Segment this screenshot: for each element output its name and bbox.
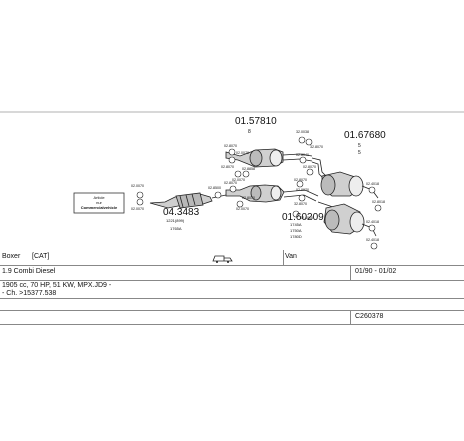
table-row: 1905 cc, 70 HP, 51 KW, MPX.JD9 - - Ch. >…	[0, 280, 464, 299]
clamp-parts	[136, 136, 382, 250]
part-label-p7: 32.0038	[296, 130, 309, 134]
vehicle-type: Van	[285, 253, 297, 260]
part-label-p14: 02.4018	[366, 182, 379, 186]
part-label-p9: 02.8040	[296, 153, 309, 157]
date-range: 01/90 - 01/02	[355, 268, 397, 275]
part-label-p22: 02.8070	[242, 196, 255, 200]
sub-code-1: 8	[248, 129, 251, 135]
table-row: Boxer [CAT] Van	[0, 250, 464, 266]
part-label-p18: 02.4018	[300, 216, 313, 220]
sub-code-3: 5	[358, 150, 361, 156]
chassis-line: - Ch. >15377.538	[2, 290, 57, 297]
reference-code: C260378	[355, 313, 384, 320]
part-label-p8: 32.8070	[310, 145, 323, 149]
part-label-p11: 02.8070	[294, 178, 307, 182]
lower-intermediate-pipe	[225, 184, 319, 203]
lower-rear-muffler	[317, 201, 377, 237]
table-row: 1.9 Combi Diesel 01/90 - 01/02	[0, 265, 464, 281]
upper-rear-muffler	[311, 157, 379, 199]
part-label-p21: 02.8858	[242, 167, 255, 171]
part-label-p12: 32.8070	[294, 202, 307, 206]
part-label-p20: 02.0070	[236, 151, 249, 155]
part-label-p13: 02.0070	[236, 207, 249, 211]
dim-line-3: 1745A	[290, 222, 302, 227]
dim-line-1: 1221(899)	[166, 218, 185, 223]
part-label-p3: 02.8500	[208, 186, 221, 190]
code-01-67680: 01.67680	[344, 130, 386, 141]
part-label-p5: 02.8070	[221, 165, 234, 169]
spec-line: 1905 cc, 70 HP, 51 KW, MPX.JD9 -	[2, 282, 112, 289]
code-01-60209: 01.60209	[282, 212, 324, 223]
code-01-57810: 01.57810	[235, 116, 277, 127]
model-name: Boxer	[2, 253, 21, 260]
box-line-2: nur	[96, 200, 102, 205]
vehicle-info-table: Boxer [CAT] Van 1.9 Combi Diesel 01/90 -…	[0, 250, 464, 326]
box-line-3: Commercialvehicle	[81, 205, 118, 210]
part-label-p10: 02.8070	[303, 165, 316, 169]
part-label-p19: 02.8070	[224, 181, 237, 185]
part-label-p23: 02.0070	[296, 188, 309, 192]
part-label-p1: 02.0070	[131, 184, 144, 188]
part-label-p6: 02.0070	[232, 178, 245, 182]
part-label-p16: 02.4018	[366, 220, 379, 224]
part-label-p2: 02.0070	[131, 207, 144, 211]
part-label-p4: 02.8070	[224, 144, 237, 148]
sub-code-2: 5	[358, 143, 361, 149]
box-line-1: Article	[93, 195, 105, 200]
dim-line-5: 1780D	[290, 234, 302, 239]
part-labels: 02.0070 02.0070 02.8500 02.8070 02.8070 …	[131, 130, 385, 242]
catalytic-converter	[149, 192, 227, 209]
part-label-p15: 02.8018	[372, 200, 385, 204]
dim-line-2: 1765A	[170, 226, 182, 231]
part-label-p17: 02.4018	[366, 238, 379, 242]
commercial-vehicle-box: Article nur Commercialvehicle	[73, 192, 125, 214]
code-04-3483: 04.3483	[163, 207, 200, 218]
van-icon	[212, 253, 234, 267]
dim-line-4: 1750A	[290, 228, 302, 233]
table-row: C260378	[0, 310, 464, 325]
upper-intermediate-pipe	[225, 148, 313, 168]
engine-line: 1.9 Combi Diesel	[2, 268, 56, 275]
cat-tag: [CAT]	[32, 253, 50, 260]
table-row	[0, 298, 464, 311]
